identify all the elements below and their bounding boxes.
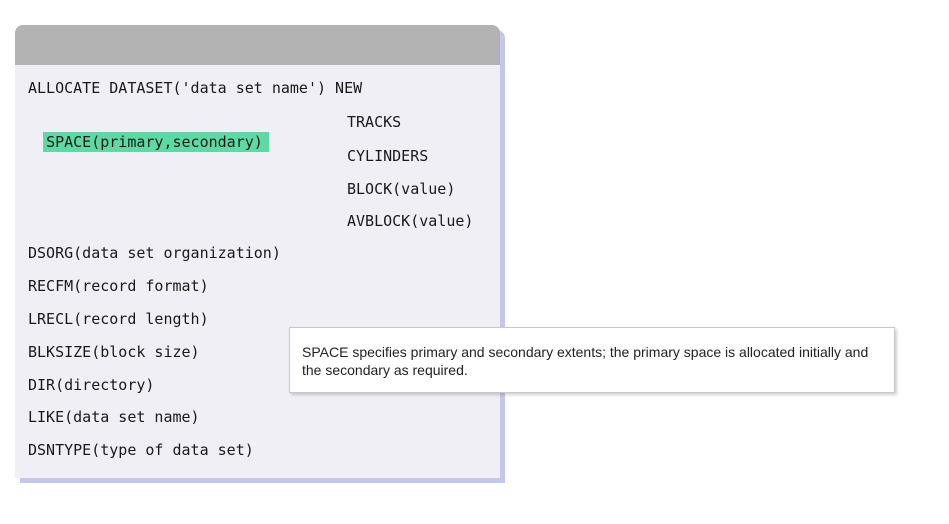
unit-avblock: AVBLOCK(value) [347, 212, 474, 230]
param-lrecl: LRECL(record length) [28, 310, 209, 328]
space-tooltip: SPACE specifies primary and secondary ex… [289, 327, 895, 393]
space-parameter-line[interactable]: SPACE(primary,secondary) [28, 112, 269, 152]
allocate-command-line: ALLOCATE DATASET('data set name') NEW [28, 79, 363, 97]
panel-header [15, 25, 500, 65]
param-dir: DIR(directory) [28, 376, 155, 394]
param-recfm: RECFM(record format) [28, 277, 209, 295]
unit-tracks: TRACKS [347, 113, 402, 131]
tooltip-text: SPACE specifies primary and secondary ex… [302, 344, 869, 378]
param-like: LIKE(data set name) [28, 408, 200, 426]
unit-cylinders: CYLINDERS [347, 147, 429, 165]
param-dsorg: DSORG(data set organization) [28, 244, 281, 262]
space-parameter-highlight[interactable]: SPACE(primary,secondary) [43, 132, 269, 152]
syntax-panel [15, 25, 500, 478]
unit-block: BLOCK(value) [347, 180, 456, 198]
param-dsntype: DSNTYPE(type of data set) [28, 441, 254, 459]
param-blksize: BLKSIZE(block size) [28, 343, 200, 361]
